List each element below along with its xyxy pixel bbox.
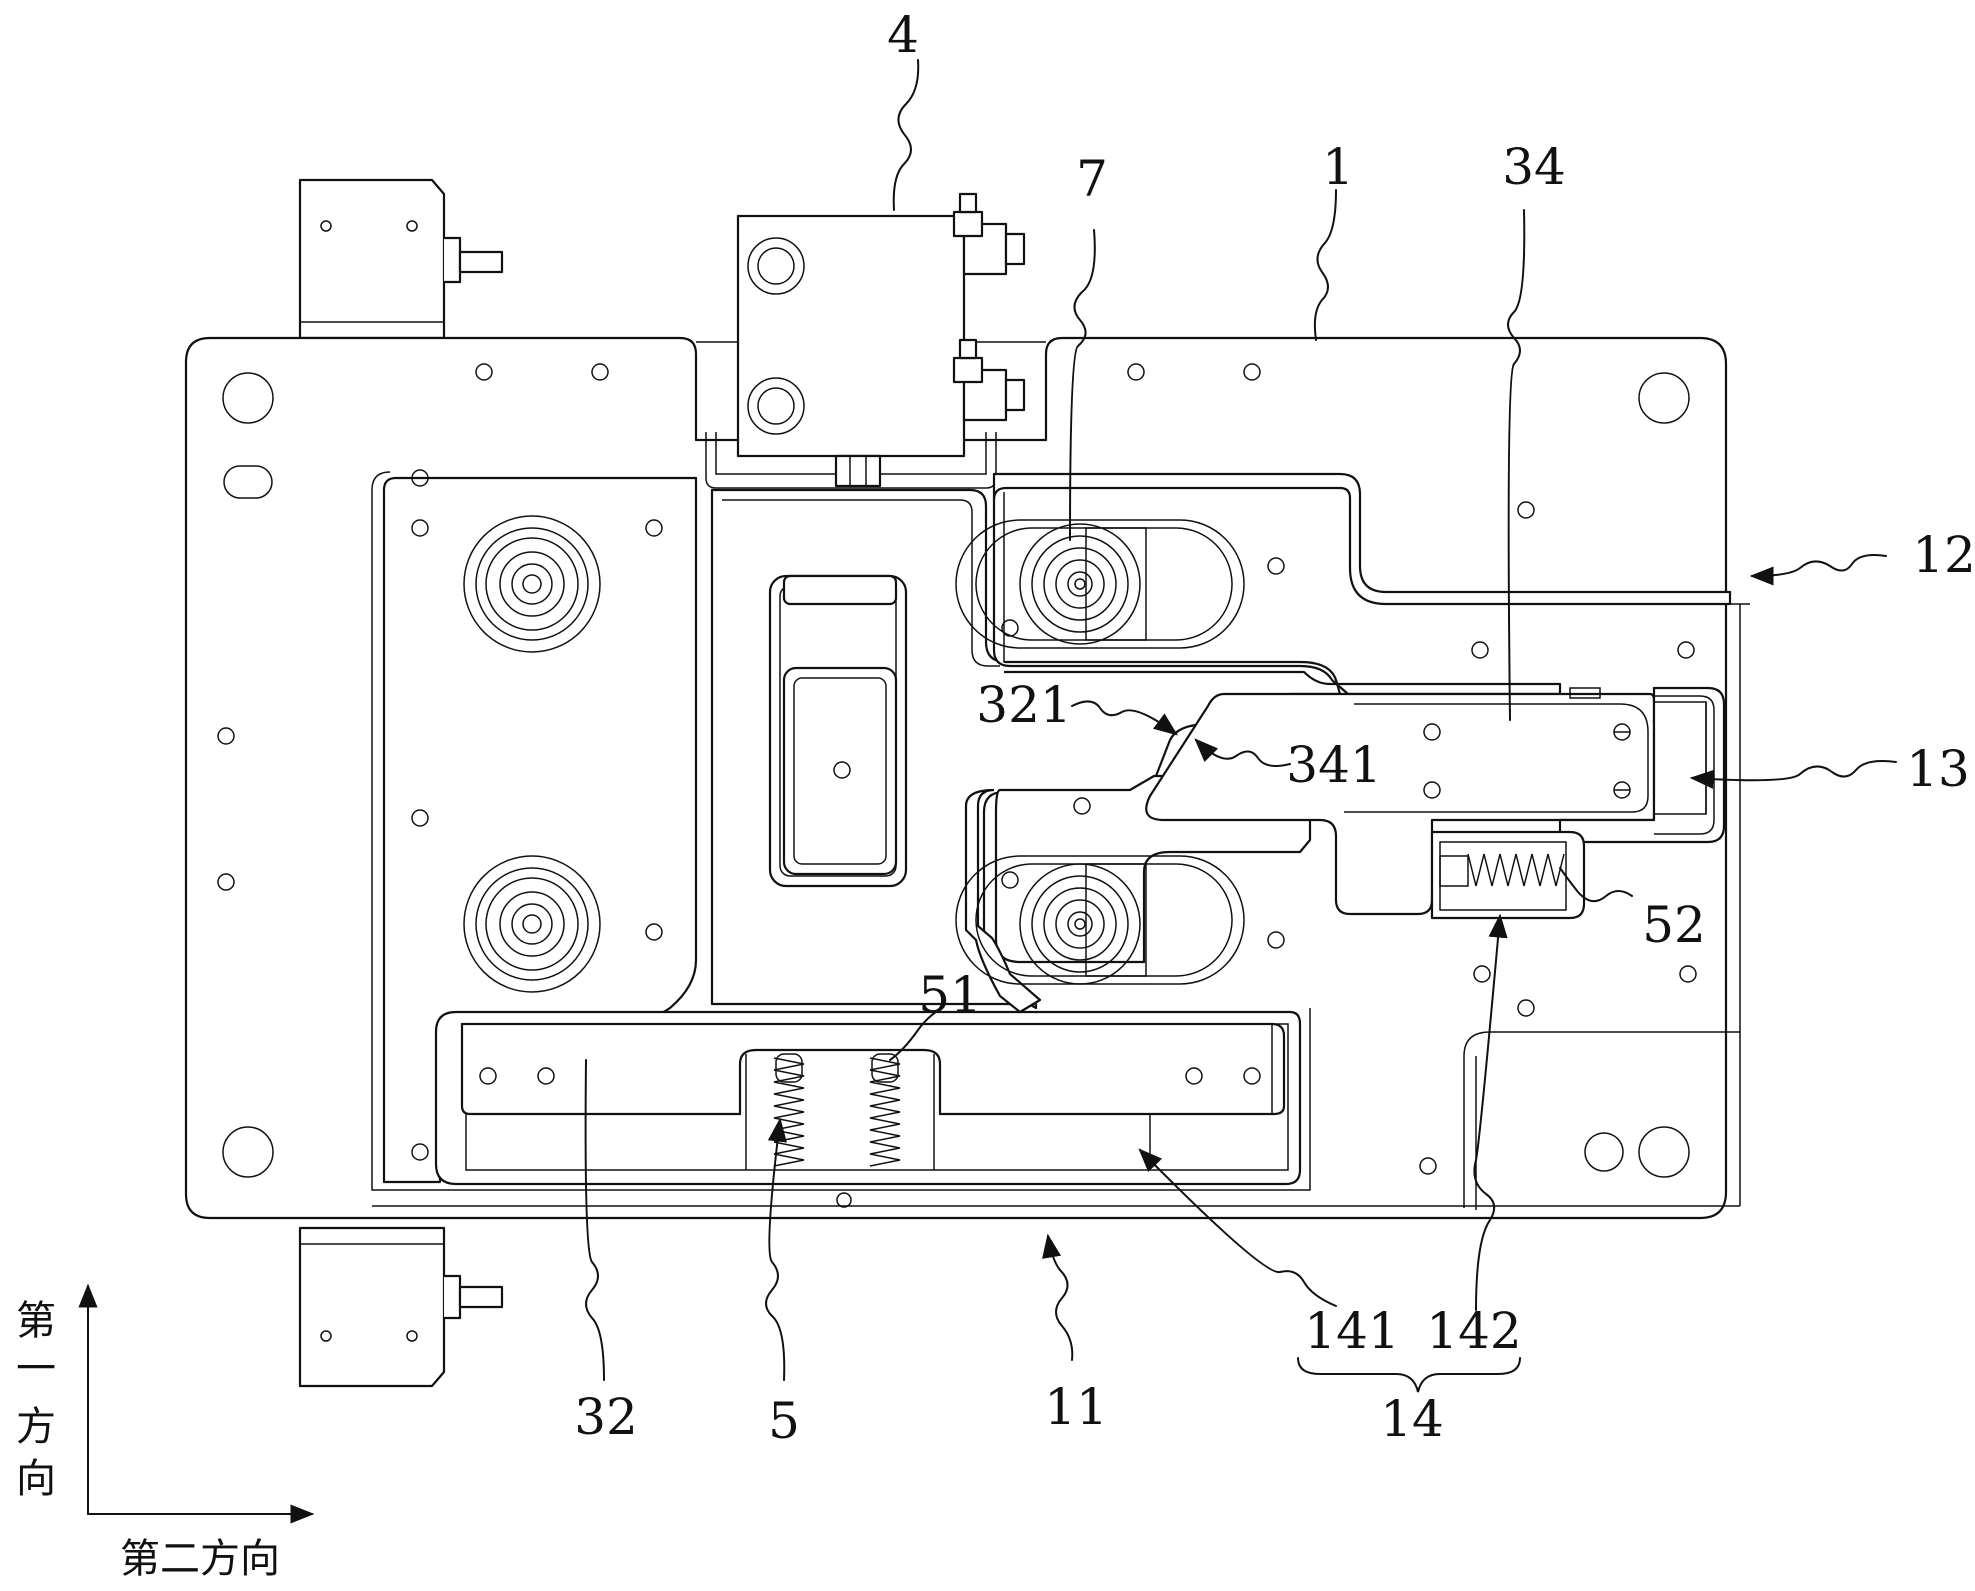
second-direction-label: 第二方向 xyxy=(120,1536,280,1582)
lock-catch xyxy=(1558,686,1726,844)
leader-lines xyxy=(584,59,1897,1381)
label-14: 14 xyxy=(1380,1390,1444,1448)
label-5: 5 xyxy=(768,1392,800,1450)
center-frame xyxy=(710,488,1342,1010)
springs-5 xyxy=(773,1053,901,1167)
first-direction-char-4: 向 xyxy=(16,1456,56,1502)
bottom-carrier xyxy=(434,1010,1302,1186)
right-lower-plate xyxy=(955,774,1312,1014)
valve-block xyxy=(705,192,1026,489)
label-141: 141 xyxy=(1304,1302,1399,1360)
label-321: 321 xyxy=(976,676,1071,734)
first-direction-char-3: 方 xyxy=(16,1404,56,1450)
label-7: 7 xyxy=(1076,150,1108,208)
bottom-mounting-bracket xyxy=(298,1226,504,1388)
label-341: 341 xyxy=(1286,736,1381,794)
label-142: 142 xyxy=(1426,1302,1521,1360)
spring-52 xyxy=(1467,853,1565,887)
spring-52-housing xyxy=(1430,830,1586,920)
direction-axes xyxy=(78,1283,315,1524)
top-mounting-bracket xyxy=(298,178,504,340)
label-11: 11 xyxy=(1044,1378,1108,1436)
brace-14 xyxy=(1297,1357,1521,1393)
label-34: 34 xyxy=(1502,138,1566,196)
label-1: 1 xyxy=(1322,138,1354,196)
label-32: 32 xyxy=(574,1388,638,1446)
label-51: 51 xyxy=(918,966,982,1024)
label-4: 4 xyxy=(887,6,919,64)
first-direction-char-2: 一 xyxy=(16,1346,56,1392)
label-13: 13 xyxy=(1906,740,1970,798)
label-12: 12 xyxy=(1912,526,1975,584)
label-52: 52 xyxy=(1642,896,1706,954)
right-upper-plate xyxy=(955,472,1732,696)
first-direction-char-1: 第 xyxy=(16,1298,56,1344)
